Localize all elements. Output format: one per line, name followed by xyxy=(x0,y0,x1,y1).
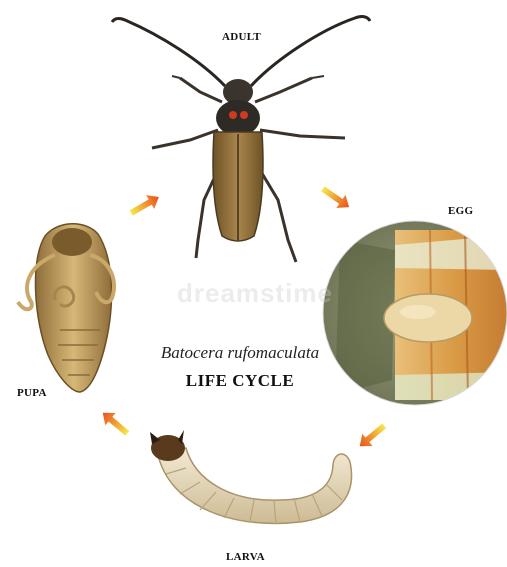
pupa-illustration xyxy=(18,224,114,392)
arrow-adult-to-egg xyxy=(318,182,353,213)
diagram-title: LIFE CYCLE xyxy=(150,371,330,391)
stage-label-pupa: PUPA xyxy=(17,387,47,399)
larva-illustration xyxy=(150,430,352,524)
arrow-larva-to-pupa xyxy=(98,407,133,440)
species-name: Batocera rufomaculata xyxy=(125,343,355,363)
egg-illustration xyxy=(323,221,507,405)
stage-label-egg: EGG xyxy=(448,205,473,217)
arrow-egg-to-larva xyxy=(355,420,390,453)
watermark-text: dreamstime xyxy=(150,278,360,309)
stage-label-adult: ADULT xyxy=(222,31,261,43)
stage-label-larva: LARVA xyxy=(226,551,265,563)
adult-beetle-illustration xyxy=(112,17,370,262)
arrow-pupa-to-adult xyxy=(127,190,163,220)
